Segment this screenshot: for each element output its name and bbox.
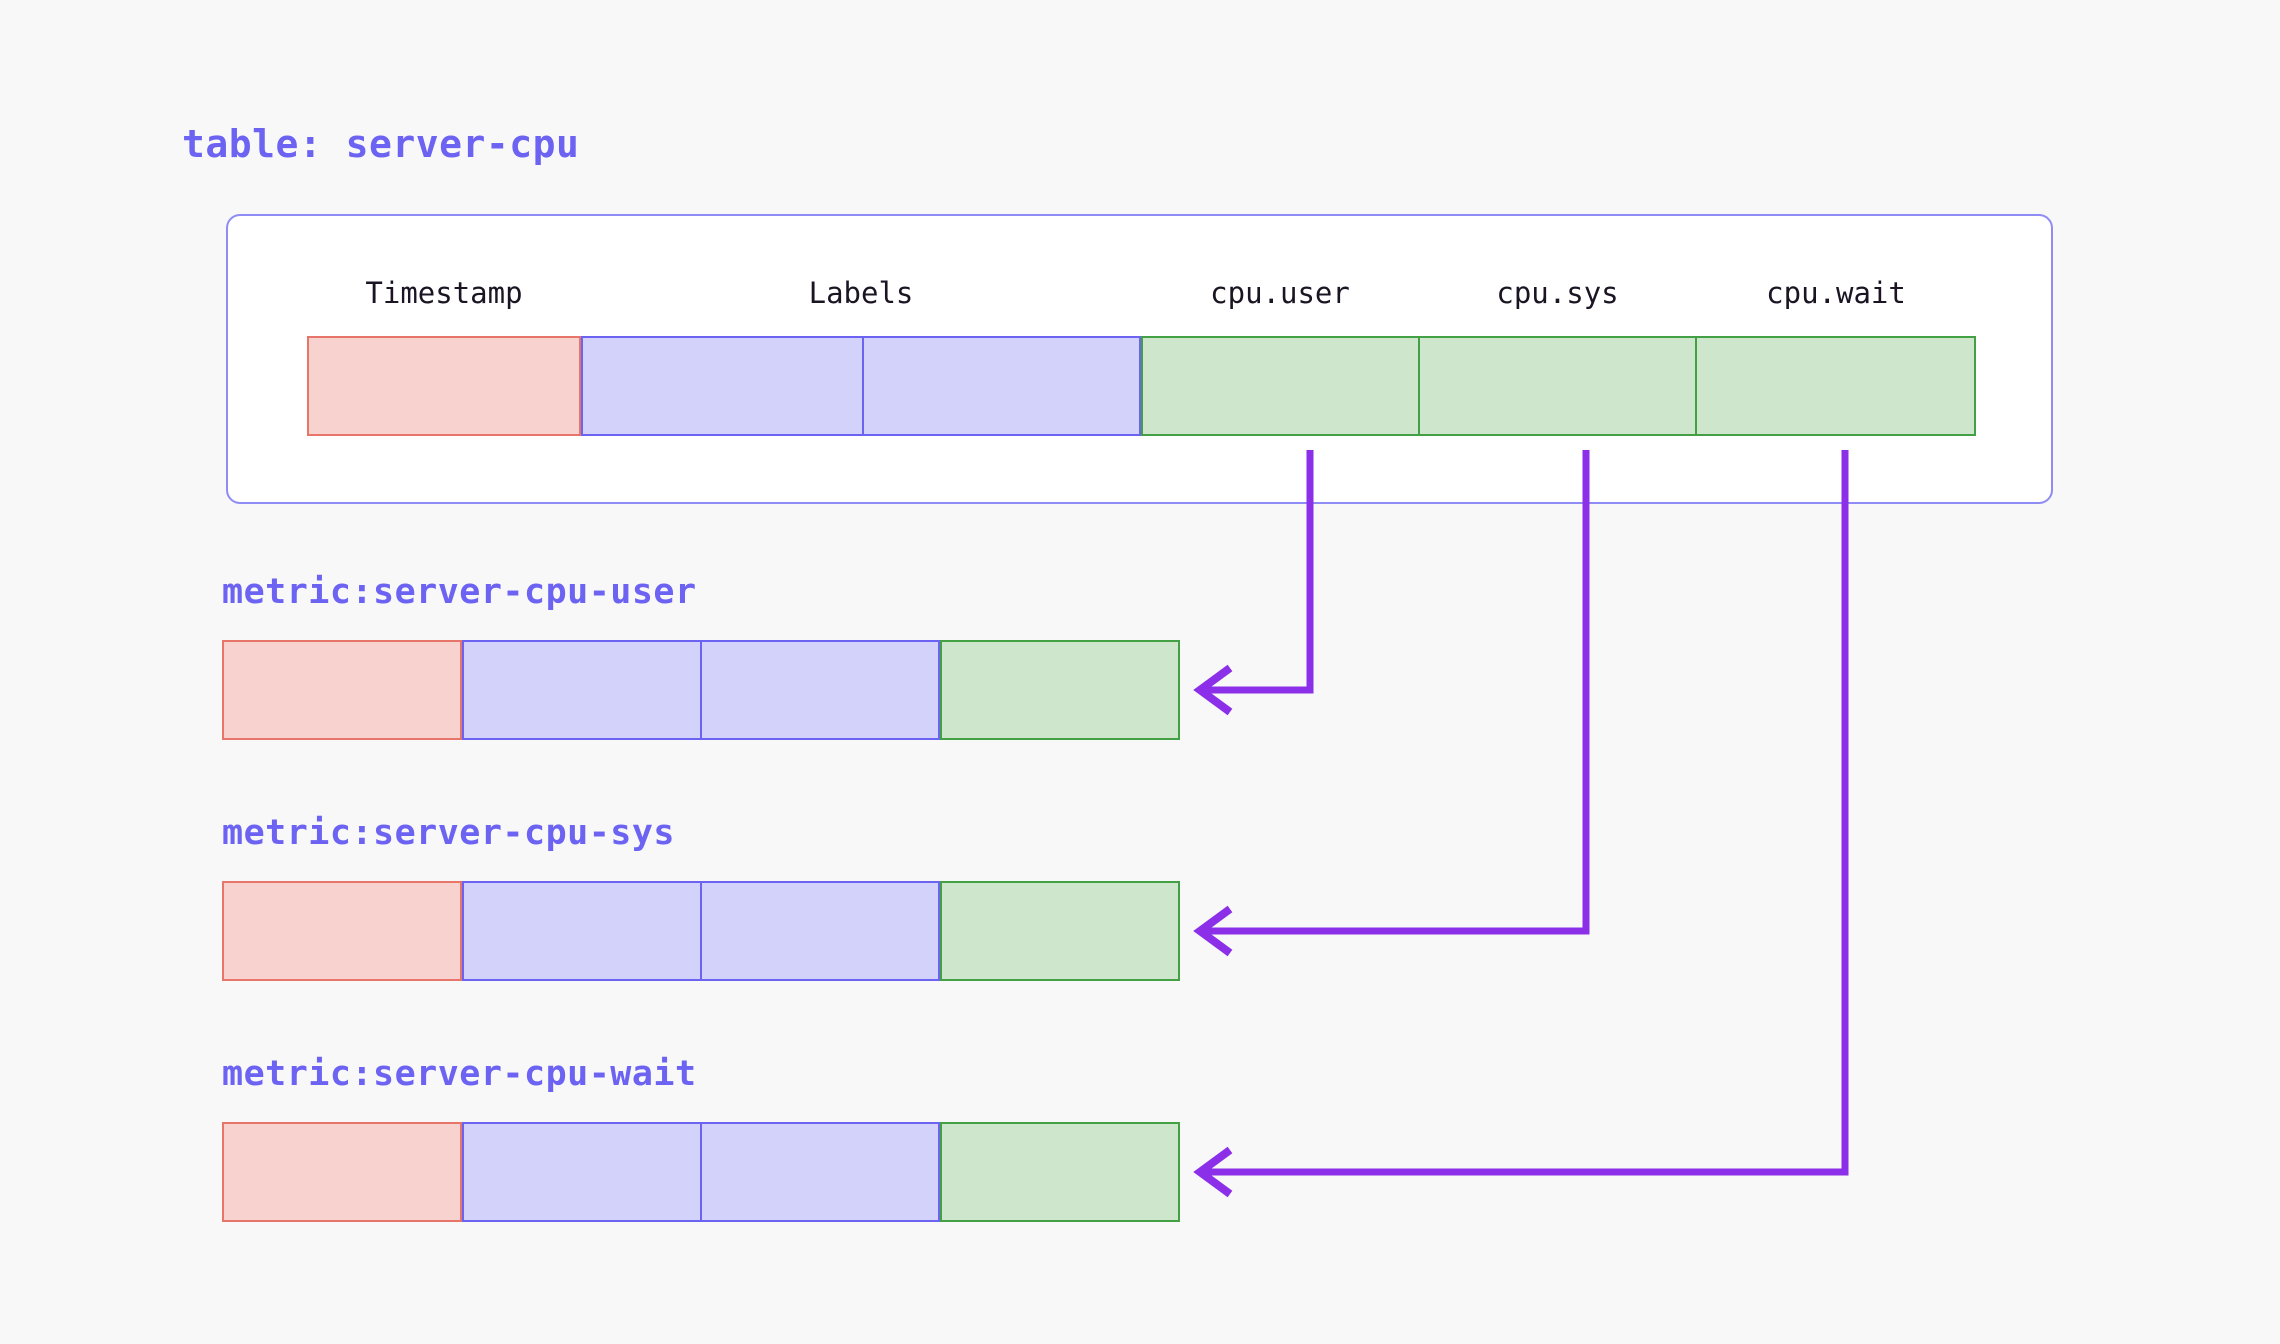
metric-cell-value xyxy=(940,640,1180,740)
metric-cell-label-2 xyxy=(701,1122,940,1222)
arrow-head-cpu-user xyxy=(1193,664,1233,716)
arrow-head-cpu-sys xyxy=(1193,905,1233,957)
column-header-timestamp: Timestamp xyxy=(365,276,523,310)
column-header-cpu-sys: cpu.sys xyxy=(1496,276,1619,310)
metric-cell-value xyxy=(940,881,1180,981)
table-cell-cpu-user xyxy=(1141,336,1419,436)
table-data-row xyxy=(307,336,1976,436)
column-header-labels: Labels xyxy=(808,276,914,310)
column-header-cpu-user: cpu.user xyxy=(1210,276,1350,310)
metric-title-server-cpu-wait: metric:server-cpu-wait xyxy=(222,1054,697,1094)
table-card: Timestamp Labels cpu.user cpu.sys cpu.wa… xyxy=(226,214,2053,504)
table-header-row: Timestamp Labels cpu.user cpu.sys cpu.wa… xyxy=(228,276,2051,318)
metric-cell-label-1 xyxy=(462,881,701,981)
table-cell-label-1 xyxy=(581,336,863,436)
arrow-line-cpu-sys xyxy=(1200,450,1590,935)
metric-title-server-cpu-user: metric:server-cpu-user xyxy=(222,572,697,612)
metric-cell-value xyxy=(940,1122,1180,1222)
metric-title-server-cpu-sys: metric:server-cpu-sys xyxy=(222,813,676,853)
metric-cell-label-1 xyxy=(462,640,701,740)
metric-cell-label-1 xyxy=(462,1122,701,1222)
arrow-line-cpu-wait xyxy=(1200,450,1849,1176)
arrow-head-cpu-wait xyxy=(1193,1146,1233,1198)
table-cell-label-2 xyxy=(863,336,1141,436)
metric-cell-label-2 xyxy=(701,640,940,740)
metric-cell-timestamp xyxy=(222,1122,462,1222)
table-cell-cpu-sys xyxy=(1419,336,1696,436)
metric-row-server-cpu-wait xyxy=(222,1122,1180,1222)
column-header-cpu-wait: cpu.wait xyxy=(1766,276,1906,310)
table-cell-cpu-wait xyxy=(1696,336,1976,436)
table-title: table: server-cpu xyxy=(182,122,580,166)
metric-row-server-cpu-sys xyxy=(222,881,1180,981)
metric-cell-label-2 xyxy=(701,881,940,981)
table-cell-timestamp xyxy=(307,336,581,436)
metric-cell-timestamp xyxy=(222,640,462,740)
metric-cell-timestamp xyxy=(222,881,462,981)
metric-row-server-cpu-user xyxy=(222,640,1180,740)
